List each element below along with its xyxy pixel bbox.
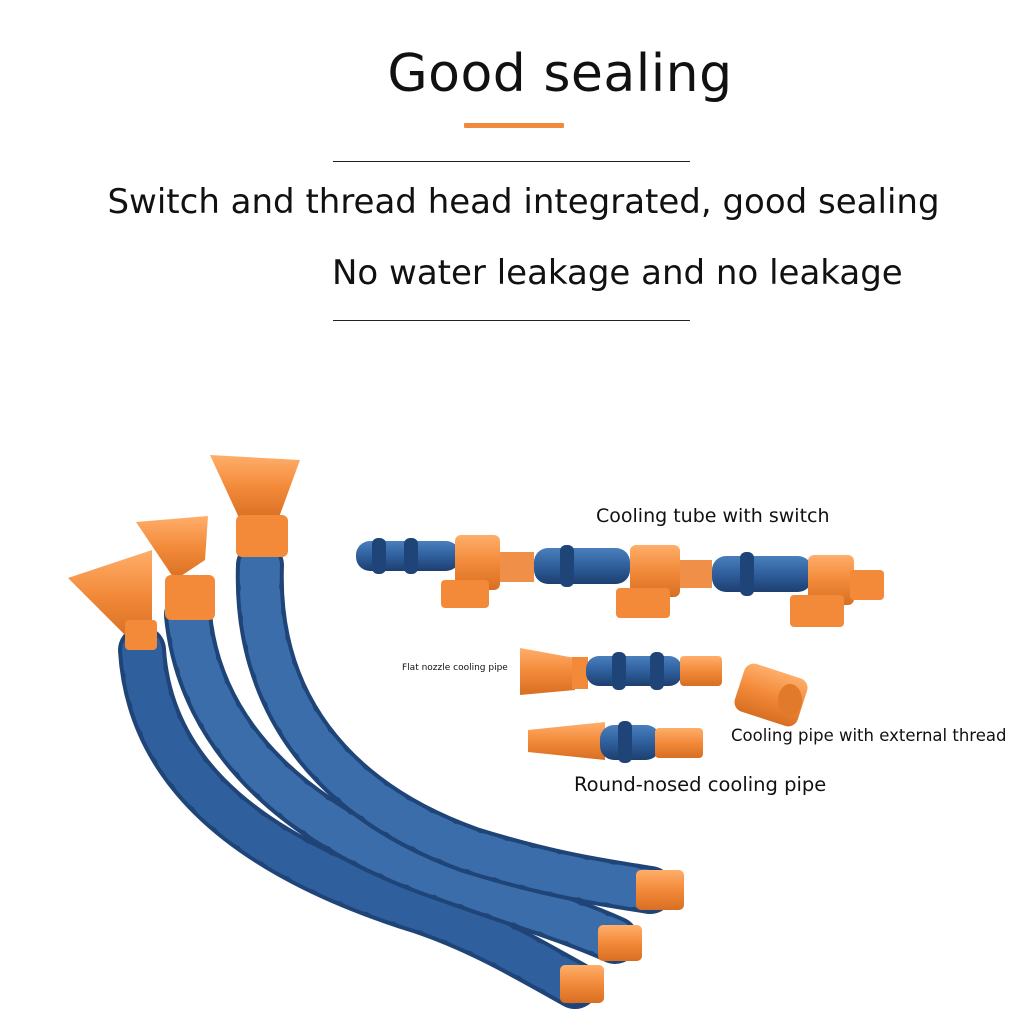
feature-line-2: No water leakage and no leakage: [332, 253, 903, 293]
label-external-thread: Cooling pipe with external thread: [731, 726, 1007, 745]
flat-nozzle-1: [68, 550, 152, 640]
threaded-end-3: [636, 870, 684, 910]
flexible-hose-set: [68, 455, 684, 1009]
round-nosed-pipe: [528, 721, 703, 763]
threaded-end-2: [598, 925, 642, 961]
feature-line-1: Switch and thread head integrated, good …: [107, 182, 940, 222]
label-round-nosed: Round-nosed cooling pipe: [574, 773, 827, 796]
headline: Good sealing: [387, 44, 733, 104]
flat-nozzle-pipe: [520, 648, 722, 695]
divider-top: [333, 161, 690, 162]
label-switch-tube: Cooling tube with switch: [596, 505, 830, 527]
flat-nozzle-2: [136, 516, 208, 580]
label-flat-nozzle: Flat nozzle cooling pipe: [402, 663, 508, 673]
divider-bottom: [333, 320, 690, 321]
external-thread-fitting: [734, 663, 808, 727]
threaded-end-1: [560, 965, 604, 1003]
accent-bar: [464, 123, 564, 128]
switch-tube: [356, 535, 884, 627]
flat-nozzle-3: [210, 455, 300, 520]
